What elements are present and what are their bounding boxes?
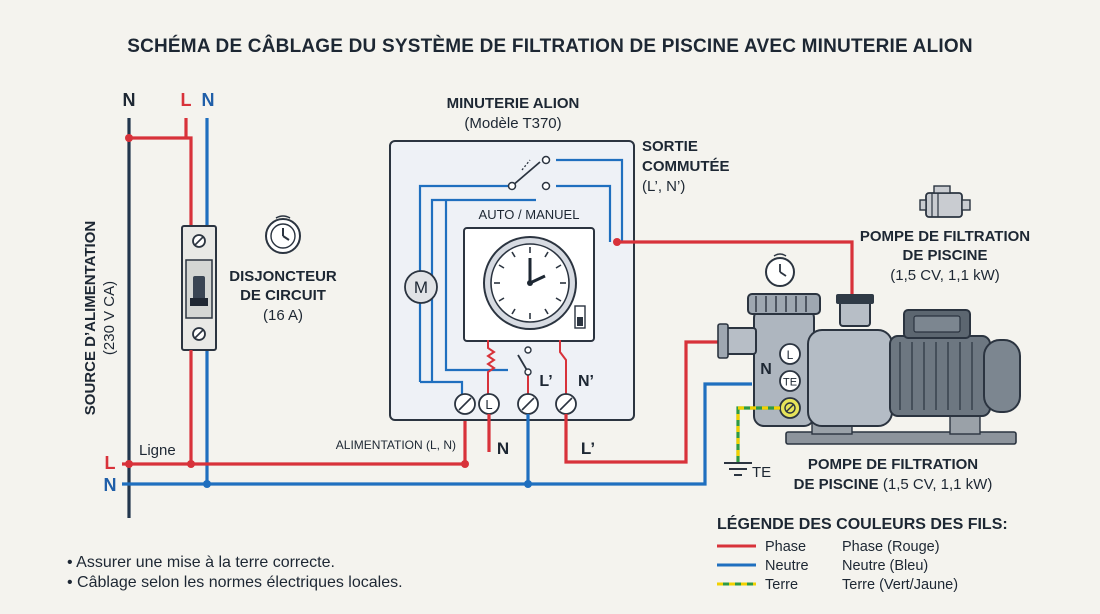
bus-label-n-bottom: N [104,475,117,495]
timer-title: MINUTERIE ALION [447,95,580,112]
breaker-label-1: DISJONCTEUR [229,268,337,285]
svg-text:Phase (Rouge): Phase (Rouge) [842,539,940,555]
clock-icon [265,215,301,254]
timer-terminal [555,393,577,415]
timer-term-l-prime: L’ [539,373,552,390]
pump-bottom-label-2a: DE PISCINE [794,476,879,493]
pump-terminal-ground [779,397,801,419]
timer-switch-pivot [507,181,517,191]
junction-dot [187,460,195,468]
source-label-2: (230 V CA) [101,281,118,355]
junction-dot [125,460,133,468]
svg-text:Terre (Vert/Jaune): Terre (Vert/Jaune) [842,577,958,593]
ground-symbol-icon [724,462,752,476]
timer-wire-blue-4 [556,184,612,242]
ground-label: TE [752,464,771,481]
svg-text:Phase: Phase [765,539,806,555]
note-standards: • Câblage selon les normes électriques l… [67,574,403,591]
svg-text:L: L [485,397,492,412]
pump-top-label-3: (1,5 CV, 1,1 kW) [890,267,999,284]
timer-terminal [517,393,539,415]
junction-dot [461,460,469,468]
junction-dot [125,134,133,142]
legend-item-terre: Terre Terre (Vert/Jaune) [717,577,958,593]
bus-label-n-left: N [123,90,136,110]
legend-item-phase: Phase Phase (Rouge) [717,539,940,555]
timer-wire-red-2 [559,340,567,395]
wire-line-to-breaker [129,136,193,228]
pump-top-label-1: POMPE DE FILTRATION [860,228,1030,245]
legend-item-neutre: Neutre Neutre (Bleu) [717,558,928,574]
pump-terminal-te: TE [779,370,801,392]
wire-ground-stripe [736,406,780,462]
timer-terminal [454,393,476,415]
wire-label-n: N [497,439,509,458]
bus-label-l-top: L [181,90,192,110]
timer-wire-blue-3 [556,158,624,242]
timer-switch-blade [511,161,541,187]
switched-output-1: SORTIE [642,138,698,155]
ligne-label: Ligne [139,442,176,459]
junction-dot [203,480,211,488]
timer-switch-contact [541,181,551,191]
pump-bottom-label-1: POMPE DE FILTRATION [808,456,978,473]
wire-switched-output [617,240,854,296]
breaker-label-2: DE CIRCUIT [240,287,326,304]
timer-switch-contact [541,155,551,165]
legend-heading: LÉGENDE DES COULEURS DES FILS: [717,514,1008,533]
bus-label-l-bottom: L [105,453,116,473]
switched-output-2: COMMUTÉE [642,158,730,175]
switched-output-3: (L’, N’) [642,178,685,195]
wire-label-l-prime: L’ [581,439,595,458]
note-grounding: • Assurer une mise à la terre correcte. [67,554,335,571]
timer-relay-pivot [524,368,532,376]
timer-wire-blue-5 [420,380,464,395]
breaker-label-3: (16 A) [263,307,303,324]
timer-motor-symbol: M [414,278,428,297]
timer-wire-blue-2 [430,198,536,382]
pump-top-label-2: DE PISCINE [902,247,987,264]
supply-label: ALIMENTATION (L, N) [336,438,456,452]
timer-terminal-l: L [478,393,500,415]
svg-text:Neutre: Neutre [765,558,809,574]
timer-motor [404,270,438,304]
source-label-1: SOURCE D’ALIMENTATION [82,221,99,415]
legend: LÉGENDE DES COULEURS DES FILS: Phase Pha… [717,514,1008,593]
svg-text:TE: TE [783,377,797,389]
junction-dot [613,238,621,246]
pump-bottom-label-2: DE PISCINE (1,5 CV, 1,1 kW) [794,476,993,493]
timer-wire-blue-6 [444,200,508,372]
bus-label-n-top: N [202,90,215,110]
pump-terminal-l: L [779,343,801,365]
timer-mode: AUTO / MANUEL [479,207,580,222]
wire-neutral-bottom [122,382,752,486]
pump-bottom-label-2b: (1,5 CV, 1,1 kW) [879,476,993,493]
pump-term-n-label: N [760,361,772,378]
motor-icon [919,185,971,218]
timer-relay-contact [524,346,532,354]
svg-text:L: L [787,348,794,362]
timer-model: (Modèle T370) [464,115,561,132]
timer-mode-toggle-knob [577,317,583,326]
svg-text:Neutre (Bleu): Neutre (Bleu) [842,558,928,574]
timer-icon [765,253,795,287]
timer-clock-face [483,236,577,330]
timer-term-n-prime: N’ [578,373,594,390]
timer-wire-red-1 [486,340,496,395]
pool-pump [717,293,1021,445]
circuit-breaker [181,225,217,351]
page-title: SCHÉMA DE CÂBLAGE DU SYSTÈME DE FILTRATI… [127,35,973,57]
timer-wire-blue-1 [418,184,512,382]
wire-timer-l-prime [564,340,726,464]
svg-text:Terre: Terre [765,577,798,593]
